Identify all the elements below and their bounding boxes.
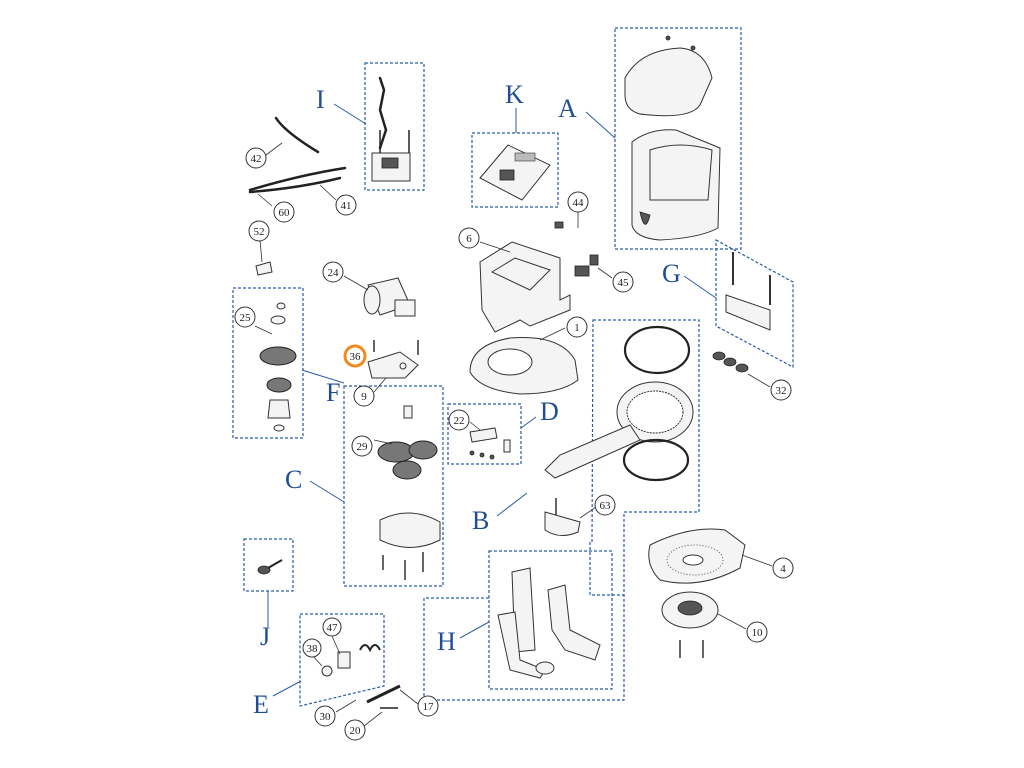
group-label-i: I — [316, 85, 325, 114]
group-label-g: G — [662, 259, 681, 288]
callout-24-label: 24 — [328, 267, 340, 279]
callout-4-label: 4 — [780, 563, 786, 575]
motor-part — [363, 277, 416, 317]
callout-52-label: 52 — [254, 226, 265, 238]
group-label-a: A — [558, 94, 577, 123]
callout-20-label: 20 — [350, 725, 362, 737]
group-k-box — [471, 132, 559, 208]
callout-63-label: 63 — [600, 500, 612, 512]
group-e-box — [299, 613, 385, 707]
encoder-disc-part — [661, 591, 719, 658]
release-parts-e — [321, 644, 401, 709]
callout-1: 1 — [566, 316, 588, 338]
callout-60-label: 60 — [279, 207, 291, 219]
callout-45: 45 — [612, 271, 634, 293]
cable-parts — [248, 116, 347, 194]
callout-44-label: 44 — [573, 197, 585, 209]
callout-leaders — [254, 142, 773, 727]
callout-6: 6 — [458, 227, 480, 249]
group-i-box — [364, 62, 425, 191]
callout-25: 25 — [234, 306, 256, 328]
group-f-box — [232, 287, 304, 439]
callout-1-label: 1 — [574, 322, 580, 334]
callout-25-label: 25 — [240, 312, 252, 324]
callout-29: 29 — [351, 435, 373, 457]
group-label-j: J — [260, 622, 270, 651]
arm-bracket-part — [497, 567, 601, 679]
callout-9-label: 9 — [361, 391, 367, 403]
group-j-box — [243, 538, 294, 592]
callout-17-label: 17 — [423, 701, 435, 713]
callout-32: 32 — [770, 379, 792, 401]
callout-9: 9 — [353, 385, 375, 407]
callout-4: 4 — [772, 557, 794, 579]
callout-42: 42 — [245, 147, 267, 169]
motor-housing-part — [479, 241, 571, 333]
callout-60: 60 — [273, 201, 295, 223]
key-part — [257, 559, 283, 575]
group-label-d: D — [540, 397, 559, 426]
gear-stack-part — [259, 302, 297, 432]
callout-36: 36 — [343, 344, 367, 368]
callout-38: 38 — [302, 638, 322, 658]
planetary-gears-part — [377, 405, 441, 580]
callout-36-label: 36 — [350, 351, 362, 363]
callout-52: 52 — [248, 220, 270, 242]
arm-ring-part — [544, 325, 694, 482]
perforated-disc-part — [648, 528, 746, 584]
group-label-c: C — [285, 465, 302, 494]
callout-44: 44 — [567, 191, 589, 213]
callout-30: 30 — [314, 705, 336, 727]
callout-41-label: 41 — [341, 200, 352, 212]
plate-part — [367, 340, 419, 379]
base-part — [469, 336, 579, 395]
callout-6-label: 6 — [466, 233, 472, 245]
small-parts-d — [469, 427, 511, 460]
group-d-box — [447, 403, 522, 465]
callout-22-label: 22 — [454, 415, 465, 427]
transformer-part — [371, 76, 411, 182]
cover-top-part — [624, 35, 713, 117]
group-label-k: K — [505, 80, 524, 109]
cam-part — [544, 498, 581, 536]
control-board-part — [479, 144, 551, 201]
group-label-h: H — [437, 627, 456, 656]
bracket-part — [712, 252, 771, 373]
group-g-box — [715, 238, 794, 368]
callout-42-label: 42 — [251, 153, 262, 165]
callout-20: 20 — [344, 719, 366, 741]
connector-parts — [554, 221, 599, 277]
callout-22: 22 — [448, 409, 470, 431]
group-a-box — [614, 27, 742, 250]
callout-38-label: 38 — [307, 643, 319, 655]
group-c-box — [343, 385, 444, 587]
callout-63: 63 — [594, 494, 616, 516]
callout-45-label: 45 — [618, 277, 630, 289]
callout-10: 10 — [746, 621, 768, 643]
group-h-box — [488, 550, 613, 690]
callout-47-label: 47 — [327, 622, 339, 634]
callout-29-label: 29 — [357, 441, 369, 453]
callout-30-label: 30 — [320, 711, 332, 723]
housing-part — [631, 129, 721, 241]
group-label-e: E — [253, 690, 269, 719]
callout-47: 47 — [322, 617, 342, 637]
callout-10-label: 10 — [752, 627, 764, 639]
group-label-b: B — [472, 506, 489, 535]
callout-41: 41 — [335, 194, 357, 216]
callout-17: 17 — [417, 695, 439, 717]
callout-24: 24 — [322, 261, 344, 283]
callout-32-label: 32 — [776, 385, 787, 397]
group-label-f: F — [326, 378, 340, 407]
clip-part — [255, 261, 273, 276]
